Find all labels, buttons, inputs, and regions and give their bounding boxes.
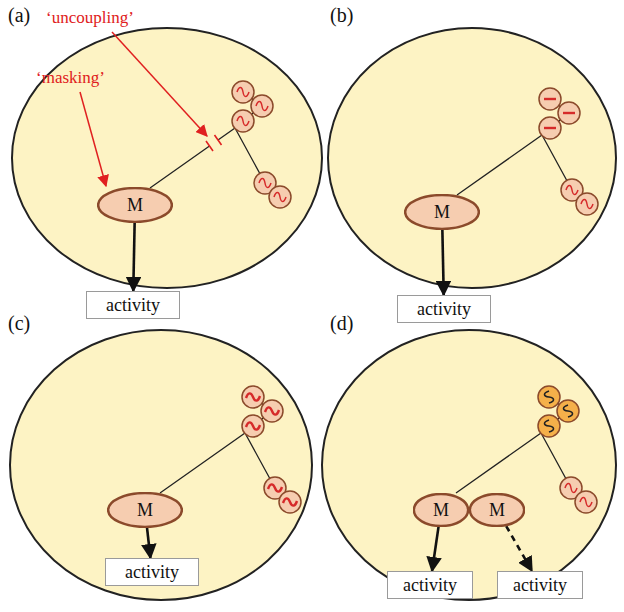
- node-text: activity: [513, 575, 567, 596]
- node-letter: M: [489, 500, 505, 521]
- panel-label: (a): [8, 4, 30, 27]
- activity-box: activity: [86, 291, 180, 319]
- panel-label: (c): [8, 312, 30, 335]
- m-ellipse: M: [413, 493, 469, 527]
- output-arrow: [432, 527, 438, 571]
- activity-box: activity: [105, 558, 199, 586]
- panel-label: (d): [330, 312, 353, 335]
- output-arrow: [147, 528, 150, 558]
- activity-box: activity: [397, 295, 491, 323]
- m-ellipse: M: [107, 492, 183, 528]
- annotation-label: ‘uncoupling’: [46, 8, 134, 28]
- node-letter: M: [434, 202, 450, 223]
- annotation-label: ‘masking’: [36, 68, 105, 88]
- activity-box: activity: [387, 571, 473, 599]
- panel-label: (b): [330, 4, 353, 27]
- output-arrow: [506, 526, 532, 571]
- node-text: activity: [125, 562, 179, 583]
- node-letter: M: [433, 500, 449, 521]
- m-ellipse: M: [97, 187, 173, 223]
- node-letter: M: [137, 500, 153, 521]
- node-text: activity: [417, 299, 471, 320]
- node-text: activity: [403, 575, 457, 596]
- node-text: activity: [106, 295, 160, 316]
- activity-box: activity: [497, 571, 583, 599]
- output-arrow: [442, 230, 443, 295]
- m-ellipse: M: [404, 194, 480, 230]
- m-ellipse: M: [469, 493, 525, 527]
- node-letter: M: [127, 195, 143, 216]
- output-arrow: [133, 223, 134, 291]
